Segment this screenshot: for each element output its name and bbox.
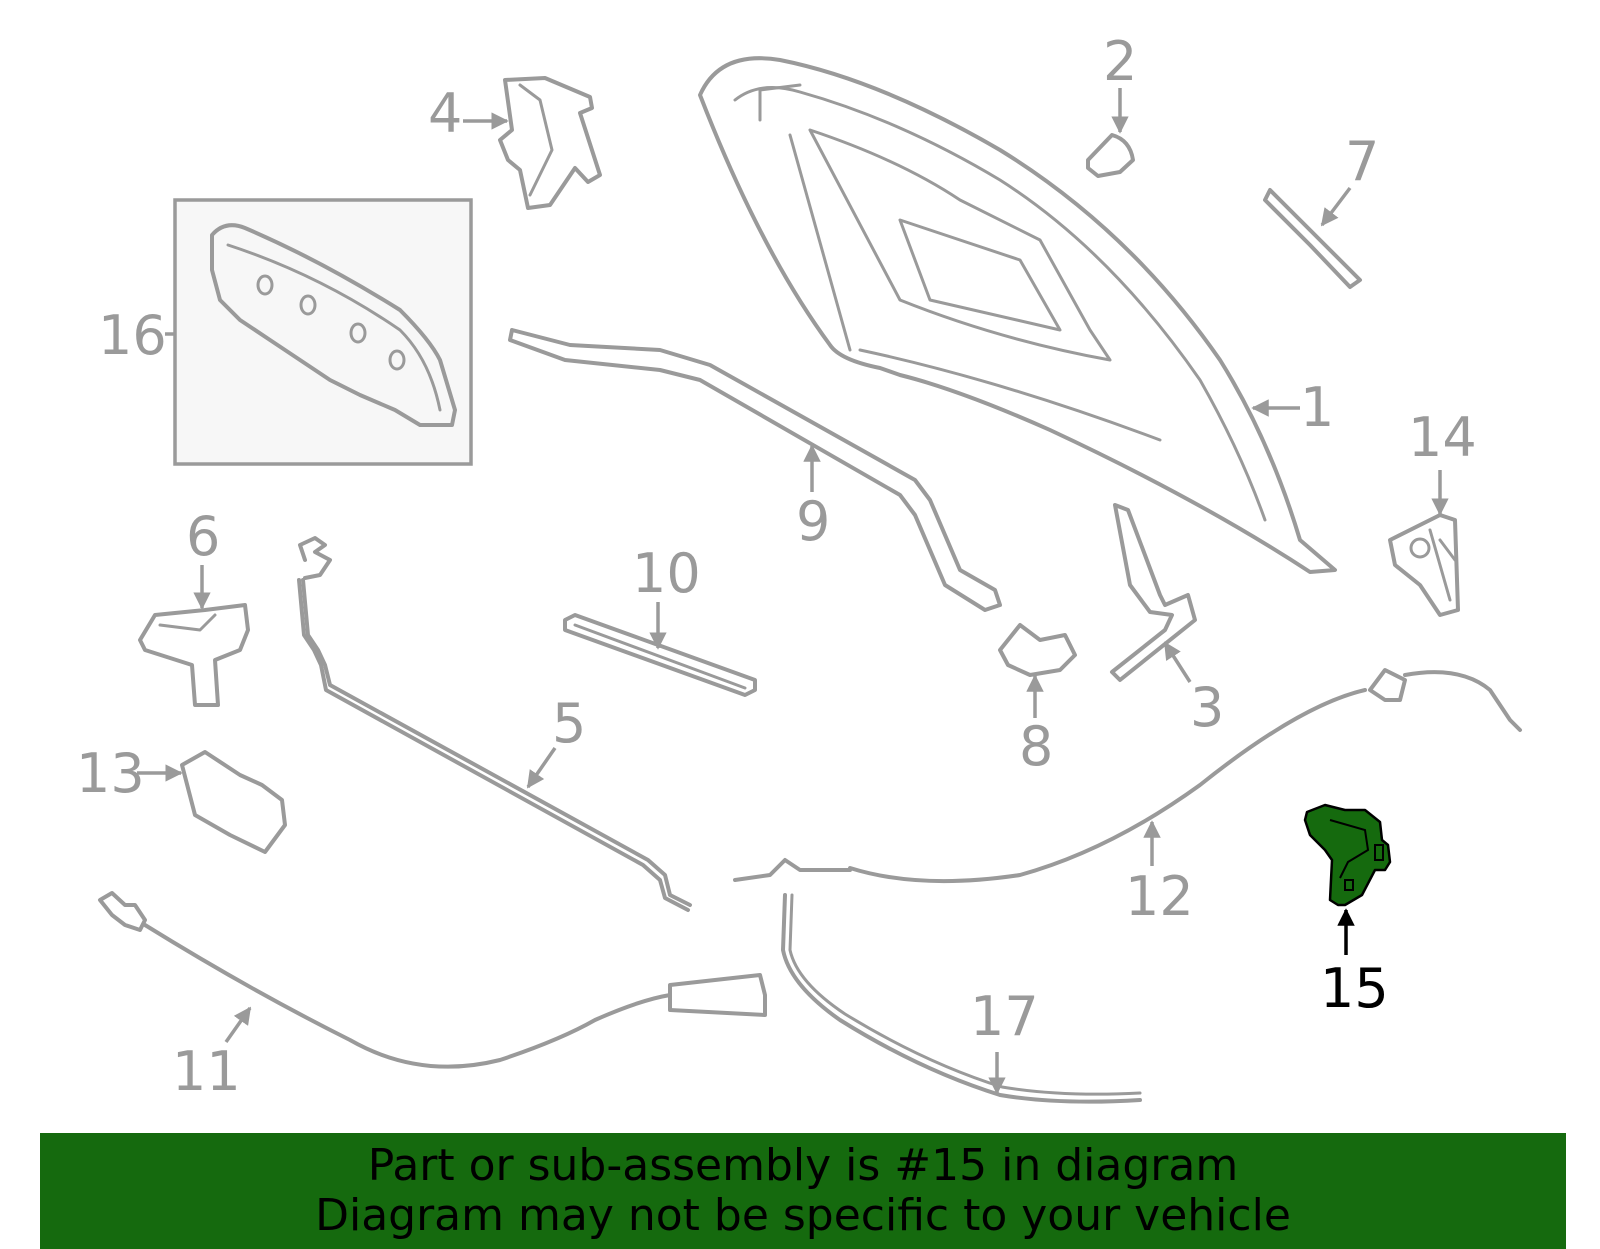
callout-leaders bbox=[137, 88, 1449, 1095]
callout-13: 13 bbox=[76, 742, 145, 805]
callout-14: 14 bbox=[1408, 406, 1477, 469]
part-13-block bbox=[180, 750, 287, 854]
callout-11: 11 bbox=[172, 1040, 241, 1103]
part-14-plate bbox=[1388, 513, 1460, 617]
part-10-rail bbox=[563, 613, 757, 697]
callout-17: 17 bbox=[970, 985, 1039, 1048]
callout-7: 7 bbox=[1345, 130, 1379, 193]
callout-10: 10 bbox=[632, 542, 701, 605]
callout-12: 12 bbox=[1125, 865, 1194, 928]
callout-6: 6 bbox=[186, 505, 220, 568]
part-11-cable bbox=[98, 891, 767, 1069]
callout-5: 5 bbox=[552, 692, 586, 755]
callout-15: 15 bbox=[1320, 957, 1389, 1020]
callout-8: 8 bbox=[1019, 715, 1053, 778]
callout-9: 9 bbox=[796, 490, 830, 553]
part-15-highlighted bbox=[1303, 803, 1392, 907]
part-17-strip bbox=[781, 893, 1142, 1104]
banner-line-1: Part or sub-assembly is #15 in diagram bbox=[367, 1140, 1239, 1191]
callout-3: 3 bbox=[1190, 676, 1224, 739]
part-6-clip bbox=[138, 603, 250, 707]
callout-labels: 1 2 3 4 5 6 7 8 9 10 11 12 13 14 15 16 1… bbox=[76, 30, 1477, 1103]
part-1-hood bbox=[698, 56, 1337, 574]
info-banner: Part or sub-assembly is #15 in diagram D… bbox=[40, 1133, 1566, 1249]
part-12-cable bbox=[733, 668, 1522, 884]
callout-2: 2 bbox=[1103, 30, 1137, 93]
part-2-bumper bbox=[1086, 133, 1135, 178]
part-8-pad bbox=[998, 623, 1077, 677]
part-3-hinge bbox=[1110, 503, 1197, 682]
part-7-strip bbox=[1263, 188, 1362, 289]
part-4-bracket bbox=[498, 76, 602, 210]
callout-4: 4 bbox=[428, 82, 462, 145]
callout-1: 1 bbox=[1300, 376, 1334, 439]
part-5-prop-rod bbox=[297, 536, 692, 912]
banner-line-2: Diagram may not be specific to your vehi… bbox=[315, 1190, 1291, 1241]
part-9-seal bbox=[508, 328, 1002, 612]
part-16-inset bbox=[173, 198, 473, 466]
callout-16: 16 bbox=[98, 304, 167, 367]
